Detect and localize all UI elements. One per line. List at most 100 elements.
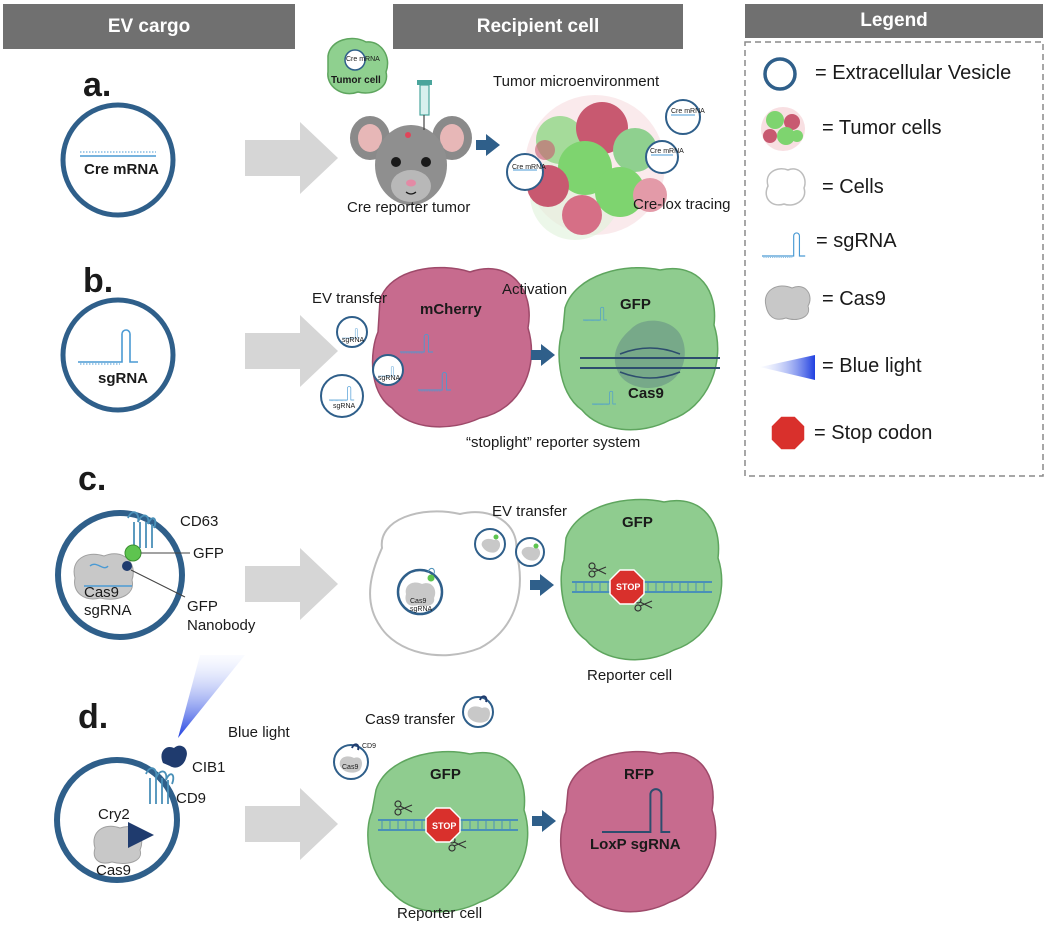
- cas9-label-b: Cas9: [628, 385, 664, 402]
- ev-mini-label-b1: sgRNA: [342, 337, 365, 344]
- gfp-protein-label: GFP: [193, 545, 224, 562]
- syringe-icon: [417, 80, 432, 130]
- stop-sign-icon: [770, 415, 806, 451]
- cell-outline-icon: [765, 168, 806, 206]
- cd9-label: CD9: [176, 790, 207, 807]
- cd9-protein: [145, 767, 175, 804]
- legend-label-tumor: = Tumor cells: [822, 117, 942, 139]
- ev-mini-label-b3: sgRNA: [333, 403, 356, 410]
- gray-arrow-b: [245, 315, 338, 387]
- loxp-sgrna-strand: [602, 788, 671, 833]
- stop-text-c: STOP: [616, 582, 641, 592]
- legend-label-cas9: = Cas9: [822, 288, 886, 310]
- cas9-icon: [764, 285, 811, 320]
- ev-mini-c2: [515, 537, 545, 567]
- cas9-complex-b: [614, 320, 685, 388]
- activation-label: Activation: [502, 281, 568, 298]
- cry2-label: Cry2: [98, 806, 130, 823]
- cas9-transfer-label: Cas9 transfer: [365, 711, 456, 728]
- ev-vesicle-a: [60, 102, 176, 218]
- cd63-protein: [127, 511, 157, 548]
- ev-mini-b1: [336, 316, 368, 348]
- mouse-illustration: [350, 116, 472, 205]
- ev-transfer-label-c: EV transfer: [492, 503, 568, 520]
- gfp-label-b: GFP: [620, 296, 651, 313]
- ev-mini-label-a2: Cre mRNA: [671, 108, 705, 115]
- rfp-label: RFP: [624, 766, 654, 783]
- tumor-cells-icon: [761, 107, 805, 151]
- ev-mini-c1: [474, 528, 506, 560]
- gray-arrow-c: [245, 548, 338, 620]
- gfp-nanobody-dot: [122, 561, 132, 571]
- ev-mini-a1: [506, 153, 544, 191]
- gray-arrow-d: [245, 788, 338, 860]
- loxp-sgrna-label: LoxP sgRNA: [590, 836, 681, 853]
- ev-mini-cd9-label: CD9: [362, 743, 377, 750]
- blue-arrow-b: [531, 344, 555, 366]
- legend-label-blue-light: = Blue light: [822, 355, 922, 377]
- sgrna-label-c: sgRNA: [84, 602, 132, 619]
- tumor-cell-label: Tumor cell: [331, 75, 381, 86]
- ev-mini-label-b2: sgRNA: [378, 375, 401, 382]
- stop-text-d: STOP: [432, 821, 457, 831]
- panel-letter-a: a.: [83, 66, 112, 104]
- cd63-label: CD63: [180, 513, 219, 530]
- ev-vesicle-b: [60, 297, 176, 413]
- ev-mini-label-a1: Cre mRNA: [512, 164, 546, 171]
- legend-box: [744, 41, 1044, 477]
- ev-mini-cas9-label: Cas9: [342, 764, 359, 771]
- blue-light-beam: [178, 655, 245, 738]
- blue-light-icon: [760, 355, 815, 380]
- header-legend: Legend: [745, 4, 1043, 38]
- header-recipient-cell: Recipient cell: [393, 4, 683, 49]
- ev-mini-label-tumor: Cre mRNA: [346, 56, 380, 63]
- mcherry-cell: [371, 266, 533, 428]
- panel-letter-b: b.: [83, 262, 114, 300]
- header-ev-cargo: EV cargo: [3, 4, 295, 49]
- ev-mini-b3: [320, 374, 364, 418]
- blue-arrow-c: [530, 574, 554, 596]
- gfp-nanobody-label-1: GFP: [187, 598, 218, 615]
- cib1-protein: [161, 745, 187, 768]
- cas9-shape-c: [73, 553, 134, 600]
- gray-arrow-a: [245, 122, 338, 194]
- ev-mini-d1: [333, 743, 369, 780]
- ev-vesicle-d: [54, 757, 180, 883]
- cas9-label-d: Cas9: [96, 862, 132, 879]
- ev-mini-a3: [645, 140, 679, 174]
- panel-letter-c: c.: [78, 460, 107, 498]
- legend-label-sgrna: = sgRNA: [816, 230, 897, 252]
- cre-lox-tracing-label: Cre-lox tracing: [633, 196, 731, 213]
- inner-cas9-label-c: Cas9: [410, 598, 427, 605]
- panel-letter-d: d.: [78, 698, 109, 736]
- cre-reporter-tumor-label: Cre reporter tumor: [347, 199, 471, 216]
- gfp-dot-c: [124, 544, 142, 562]
- blue-arrow-a: [476, 134, 500, 156]
- legend-label-ev: = Extracellular Vesicle: [815, 62, 1012, 84]
- mcherry-label: mCherry: [420, 301, 482, 318]
- reporter-cell-label-c: Reporter cell: [587, 667, 673, 684]
- tumor-microenvironment-label: Tumor microenvironment: [493, 73, 660, 90]
- reporter-cell-label-d: Reporter cell: [397, 905, 483, 922]
- ev-transfer-label-b: EV transfer: [312, 290, 388, 307]
- stoplight-label: “stoplight” reporter system: [466, 434, 641, 451]
- cargo-label-a: Cre mRNA: [84, 161, 160, 178]
- blue-light-label: Blue light: [228, 724, 290, 741]
- legend-label-stop: = Stop codon: [814, 422, 933, 444]
- ev-mini-b2: [372, 354, 404, 386]
- gfp-label-c: GFP: [622, 514, 653, 531]
- extracellular-vesicle-icon: [763, 57, 797, 91]
- legend-label-cells: = Cells: [822, 176, 884, 198]
- cry2-triangle: [128, 822, 154, 848]
- ev-mini-label-a3: Cre mRNA: [650, 148, 684, 155]
- gfp-nanobody-label-2: Nanobody: [187, 617, 256, 634]
- gfp-label-d: GFP: [430, 766, 461, 783]
- cargo-label-b: sgRNA: [98, 370, 149, 387]
- dna-strand-b: [580, 347, 720, 379]
- cas9-label-c: Cas9: [84, 584, 120, 601]
- ev-mini-a2: [665, 99, 701, 135]
- ev-mini-d2: [462, 695, 494, 728]
- tumor-microenvironment-cluster: [525, 95, 667, 240]
